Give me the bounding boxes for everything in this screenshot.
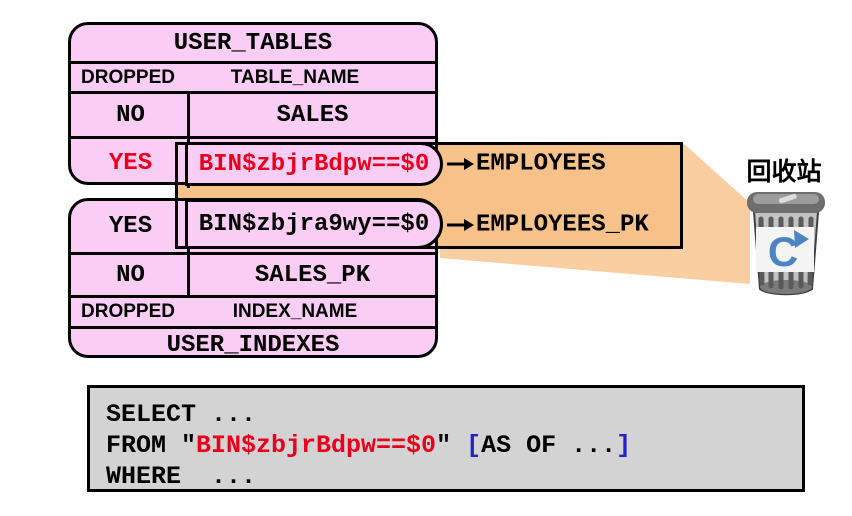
divider [71, 61, 435, 64]
sql-quote: " [436, 431, 467, 460]
bin-index-name-capsule: BIN$zbjra9wy==$0 [185, 199, 443, 249]
index-name-cell: SALES_PK [254, 261, 371, 289]
index-row-dropped-employees-pk: YES [71, 201, 435, 252]
sql-bracket-close: ] [616, 431, 632, 460]
sql-code-box: SELECT ... FROM "BIN$zbjrBdpw==$0" [AS O… [87, 385, 805, 492]
user-tables-title: USER_TABLES [173, 29, 333, 57]
index-row-sales-pk: NO SALES_PK [71, 255, 435, 295]
recycle-bin-label: 回收站 [746, 158, 822, 186]
divider [71, 295, 435, 298]
sql-bin-name: BIN$zbjrBdpw==$0 [196, 431, 437, 460]
col-header-index-name: INDEX_NAME [232, 301, 358, 322]
sql-line-from: FROM "BIN$zbjrBdpw==$0" [AS OF ...] [106, 430, 802, 461]
sql-line-select: SELECT ... [106, 400, 257, 429]
arrow-icon [447, 219, 474, 231]
svg-text:C: C [768, 228, 798, 275]
bin-index-name: BIN$zbjra9wy==$0 [198, 210, 430, 238]
column-divider [187, 91, 190, 188]
divider [71, 91, 435, 94]
employees-pk-label: EMPLOYEES_PK [476, 211, 649, 239]
user-indexes-title: USER_INDEXES [166, 331, 340, 359]
bin-table-name-capsule: BIN$zbjrBdpw==$0 [185, 142, 443, 186]
dropped-cell: YES [108, 213, 153, 240]
employees-label: EMPLOYEES [476, 150, 606, 178]
user-indexes-header-row: DROPPED INDEX_NAME [71, 298, 435, 326]
recycle-c-icon: C [768, 228, 809, 275]
dropped-cell: YES [108, 150, 153, 177]
dropped-cell: NO [116, 261, 145, 289]
user-tables-header-row: DROPPED TABLE_NAME [71, 64, 435, 91]
sql-as-of: AS OF ... [481, 431, 617, 460]
dropped-cell: NO [116, 101, 145, 129]
sql-bracket-open: [ [466, 431, 482, 460]
table-row-dropped-employees: YES [71, 139, 435, 188]
bin-table-name: BIN$zbjrBdpw==$0 [198, 150, 430, 178]
divider [71, 326, 435, 329]
col-header-dropped: DROPPED [81, 301, 175, 322]
sql-line-where: WHERE ... [106, 462, 257, 491]
arrow-icon [447, 158, 474, 170]
divider [71, 136, 435, 139]
col-header-table-name: TABLE_NAME [230, 66, 360, 88]
col-header-dropped: DROPPED [81, 66, 175, 88]
table-name-cell: SALES [276, 101, 349, 129]
sql-from-keyword: FROM " [106, 431, 197, 460]
table-row-sales: NO SALES [71, 94, 435, 136]
divider [71, 252, 435, 255]
trash-can-icon: C [747, 192, 825, 296]
